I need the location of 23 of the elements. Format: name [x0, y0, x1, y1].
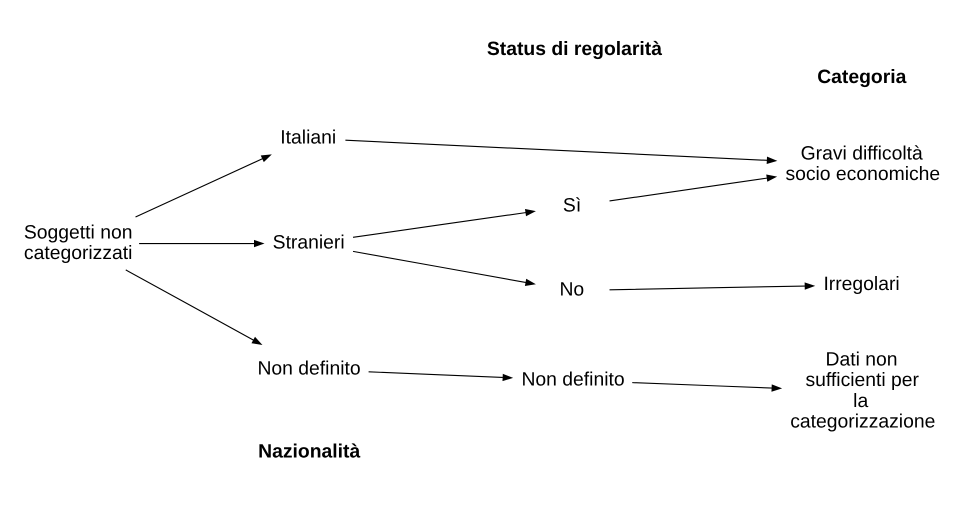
- node-text: No: [559, 278, 584, 301]
- arrow: [632, 382, 782, 392]
- node-text: Italiani: [280, 126, 336, 149]
- arrow: [610, 282, 816, 290]
- node-text: Stranieri: [272, 232, 345, 254]
- label: Categoria: [817, 66, 906, 88]
- node-text: Gravi difficoltà socio economiche: [785, 142, 940, 186]
- node-text: Soggetti non categorizzati: [24, 221, 132, 264]
- arrow: [368, 371, 514, 382]
- arrow: [345, 140, 778, 164]
- arrow: [125, 269, 262, 346]
- label: Nazionalità: [258, 440, 360, 462]
- arrow: [609, 174, 778, 202]
- arrow: [352, 250, 536, 286]
- node-text: Irregolari: [823, 273, 900, 296]
- node-text: Dati non sufficienti per la categorizzazione: [790, 348, 936, 433]
- node-text: Sì: [562, 194, 582, 216]
- node-text: Non definito: [257, 357, 361, 380]
- arrow: [135, 154, 272, 218]
- arrow: [352, 209, 536, 238]
- label: Status di regolarità: [486, 38, 662, 60]
- node-text: Non definito: [521, 368, 625, 390]
- arrow: [139, 240, 265, 248]
